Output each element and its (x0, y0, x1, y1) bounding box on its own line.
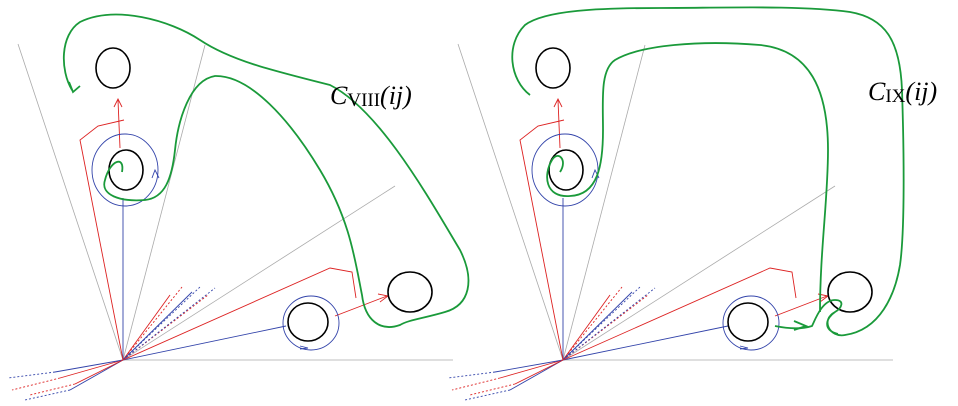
red-rays (79, 99, 388, 361)
blue-loops-right (531, 133, 780, 351)
pole-bottom-right (727, 302, 769, 342)
contour-arrow (68, 81, 81, 94)
blue-rays-right (562, 198, 729, 361)
reference-lines-right (457, 43, 893, 361)
pole-right-right (827, 271, 873, 313)
contour-path (62, 13, 470, 328)
red-arrowheads (113, 97, 390, 303)
contour-arrow-right (793, 320, 809, 331)
contour-path-right (511, 6, 905, 337)
panel-right: CIX(ij) (447, 6, 937, 401)
panel-left: CVIII(ij) (7, 13, 470, 401)
blue-rays (122, 198, 287, 361)
pole-top (95, 47, 131, 89)
pole-top-right (535, 47, 571, 89)
contour-label-left: CVIII(ij) (330, 81, 412, 111)
pole-middle-right (548, 149, 584, 191)
pole-middle (108, 149, 144, 191)
blue-loops (91, 133, 340, 351)
pole-right (387, 271, 433, 313)
origin-fan-right (447, 286, 656, 401)
red-rays-right (519, 99, 828, 361)
pole-bottom (287, 302, 329, 342)
reference-lines (17, 43, 453, 361)
origin-fan (7, 286, 216, 401)
contour-label-right: CIX(ij) (868, 77, 937, 107)
red-arrowheads-right (553, 97, 830, 303)
poles-right (535, 47, 873, 342)
